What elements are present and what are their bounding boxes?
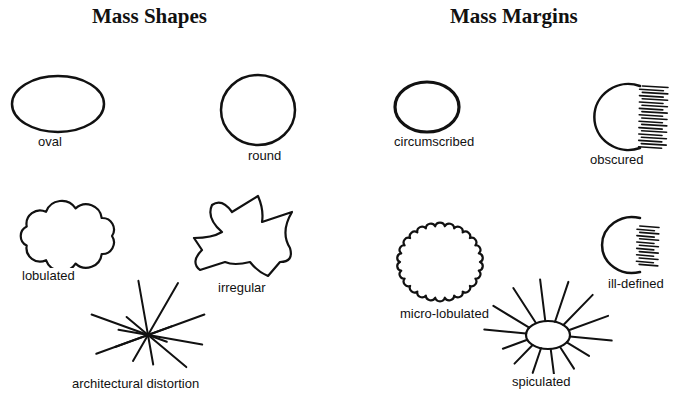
round-shape bbox=[221, 75, 295, 145]
micro-lobulated-shape bbox=[397, 223, 482, 302]
obscured-hatching bbox=[639, 86, 668, 148]
shape-label: oval bbox=[36, 134, 64, 149]
margin-label: obscured bbox=[588, 152, 645, 167]
margin-label: ill-defined bbox=[606, 276, 666, 291]
stroke bbox=[640, 89, 664, 91]
stroke bbox=[138, 281, 153, 365]
stroke bbox=[641, 137, 666, 139]
stroke bbox=[119, 330, 203, 345]
irregular-shape bbox=[194, 196, 292, 276]
stroke bbox=[639, 252, 658, 254]
stroke bbox=[569, 316, 608, 330]
stroke bbox=[515, 345, 533, 364]
stroke bbox=[555, 282, 568, 322]
stroke bbox=[642, 131, 667, 133]
obscured-outline bbox=[594, 84, 640, 150]
oval-shape bbox=[12, 76, 104, 132]
stroke bbox=[484, 329, 526, 333]
stroke bbox=[639, 115, 662, 117]
stroke bbox=[640, 232, 659, 234]
stroke bbox=[503, 340, 527, 349]
stroke bbox=[133, 283, 178, 361]
stroke bbox=[639, 140, 662, 142]
heading: Mass Margins bbox=[450, 4, 578, 28]
stroke bbox=[640, 226, 659, 228]
margin-label: circumscribed bbox=[392, 134, 476, 149]
stroke bbox=[642, 105, 667, 107]
stroke bbox=[642, 112, 667, 114]
stroke bbox=[642, 124, 667, 126]
stroke bbox=[642, 118, 667, 120]
shape-label: round bbox=[246, 148, 283, 163]
stroke bbox=[639, 245, 658, 247]
shape-label: lobulated bbox=[20, 268, 77, 283]
stroke bbox=[513, 288, 536, 323]
stroke bbox=[637, 255, 654, 256]
stroke bbox=[639, 121, 662, 123]
stroke bbox=[560, 347, 574, 369]
stroke bbox=[639, 134, 662, 136]
stroke bbox=[639, 147, 662, 149]
stroke bbox=[127, 317, 187, 367]
ill-defined-hatching bbox=[636, 226, 659, 266]
stroke bbox=[96, 326, 171, 353]
stroke bbox=[636, 261, 653, 263]
stroke bbox=[640, 96, 664, 98]
margin-label: spiculated bbox=[510, 374, 573, 389]
stroke bbox=[639, 264, 658, 266]
lobulated-shape bbox=[21, 201, 114, 271]
stroke bbox=[642, 92, 668, 94]
stroke bbox=[551, 349, 554, 375]
shape-label: architectural distortion bbox=[70, 376, 201, 391]
stroke bbox=[637, 242, 654, 244]
stroke bbox=[639, 128, 662, 130]
stroke bbox=[92, 315, 167, 342]
stroke bbox=[639, 258, 658, 260]
stroke bbox=[640, 239, 659, 241]
stroke bbox=[493, 306, 529, 328]
stroke bbox=[567, 342, 589, 356]
stroke bbox=[639, 108, 663, 110]
margin-label: micro-lobulated bbox=[398, 306, 491, 321]
stroke bbox=[637, 229, 654, 231]
heading: Mass Shapes bbox=[92, 4, 207, 28]
stroke bbox=[642, 86, 668, 88]
stroke bbox=[637, 248, 654, 250]
circumscribed-shape bbox=[395, 82, 459, 132]
stroke bbox=[533, 348, 541, 373]
spicules bbox=[484, 279, 611, 374]
shape-label: irregular bbox=[216, 280, 268, 295]
stroke bbox=[642, 99, 667, 101]
stroke bbox=[637, 236, 654, 238]
architectural-distortion-lines bbox=[92, 281, 205, 367]
stroke bbox=[540, 279, 545, 321]
stroke bbox=[563, 295, 592, 325]
stroke bbox=[570, 336, 612, 340]
ill-defined-outline bbox=[602, 217, 640, 273]
stroke bbox=[641, 144, 666, 146]
stroke bbox=[639, 102, 663, 104]
